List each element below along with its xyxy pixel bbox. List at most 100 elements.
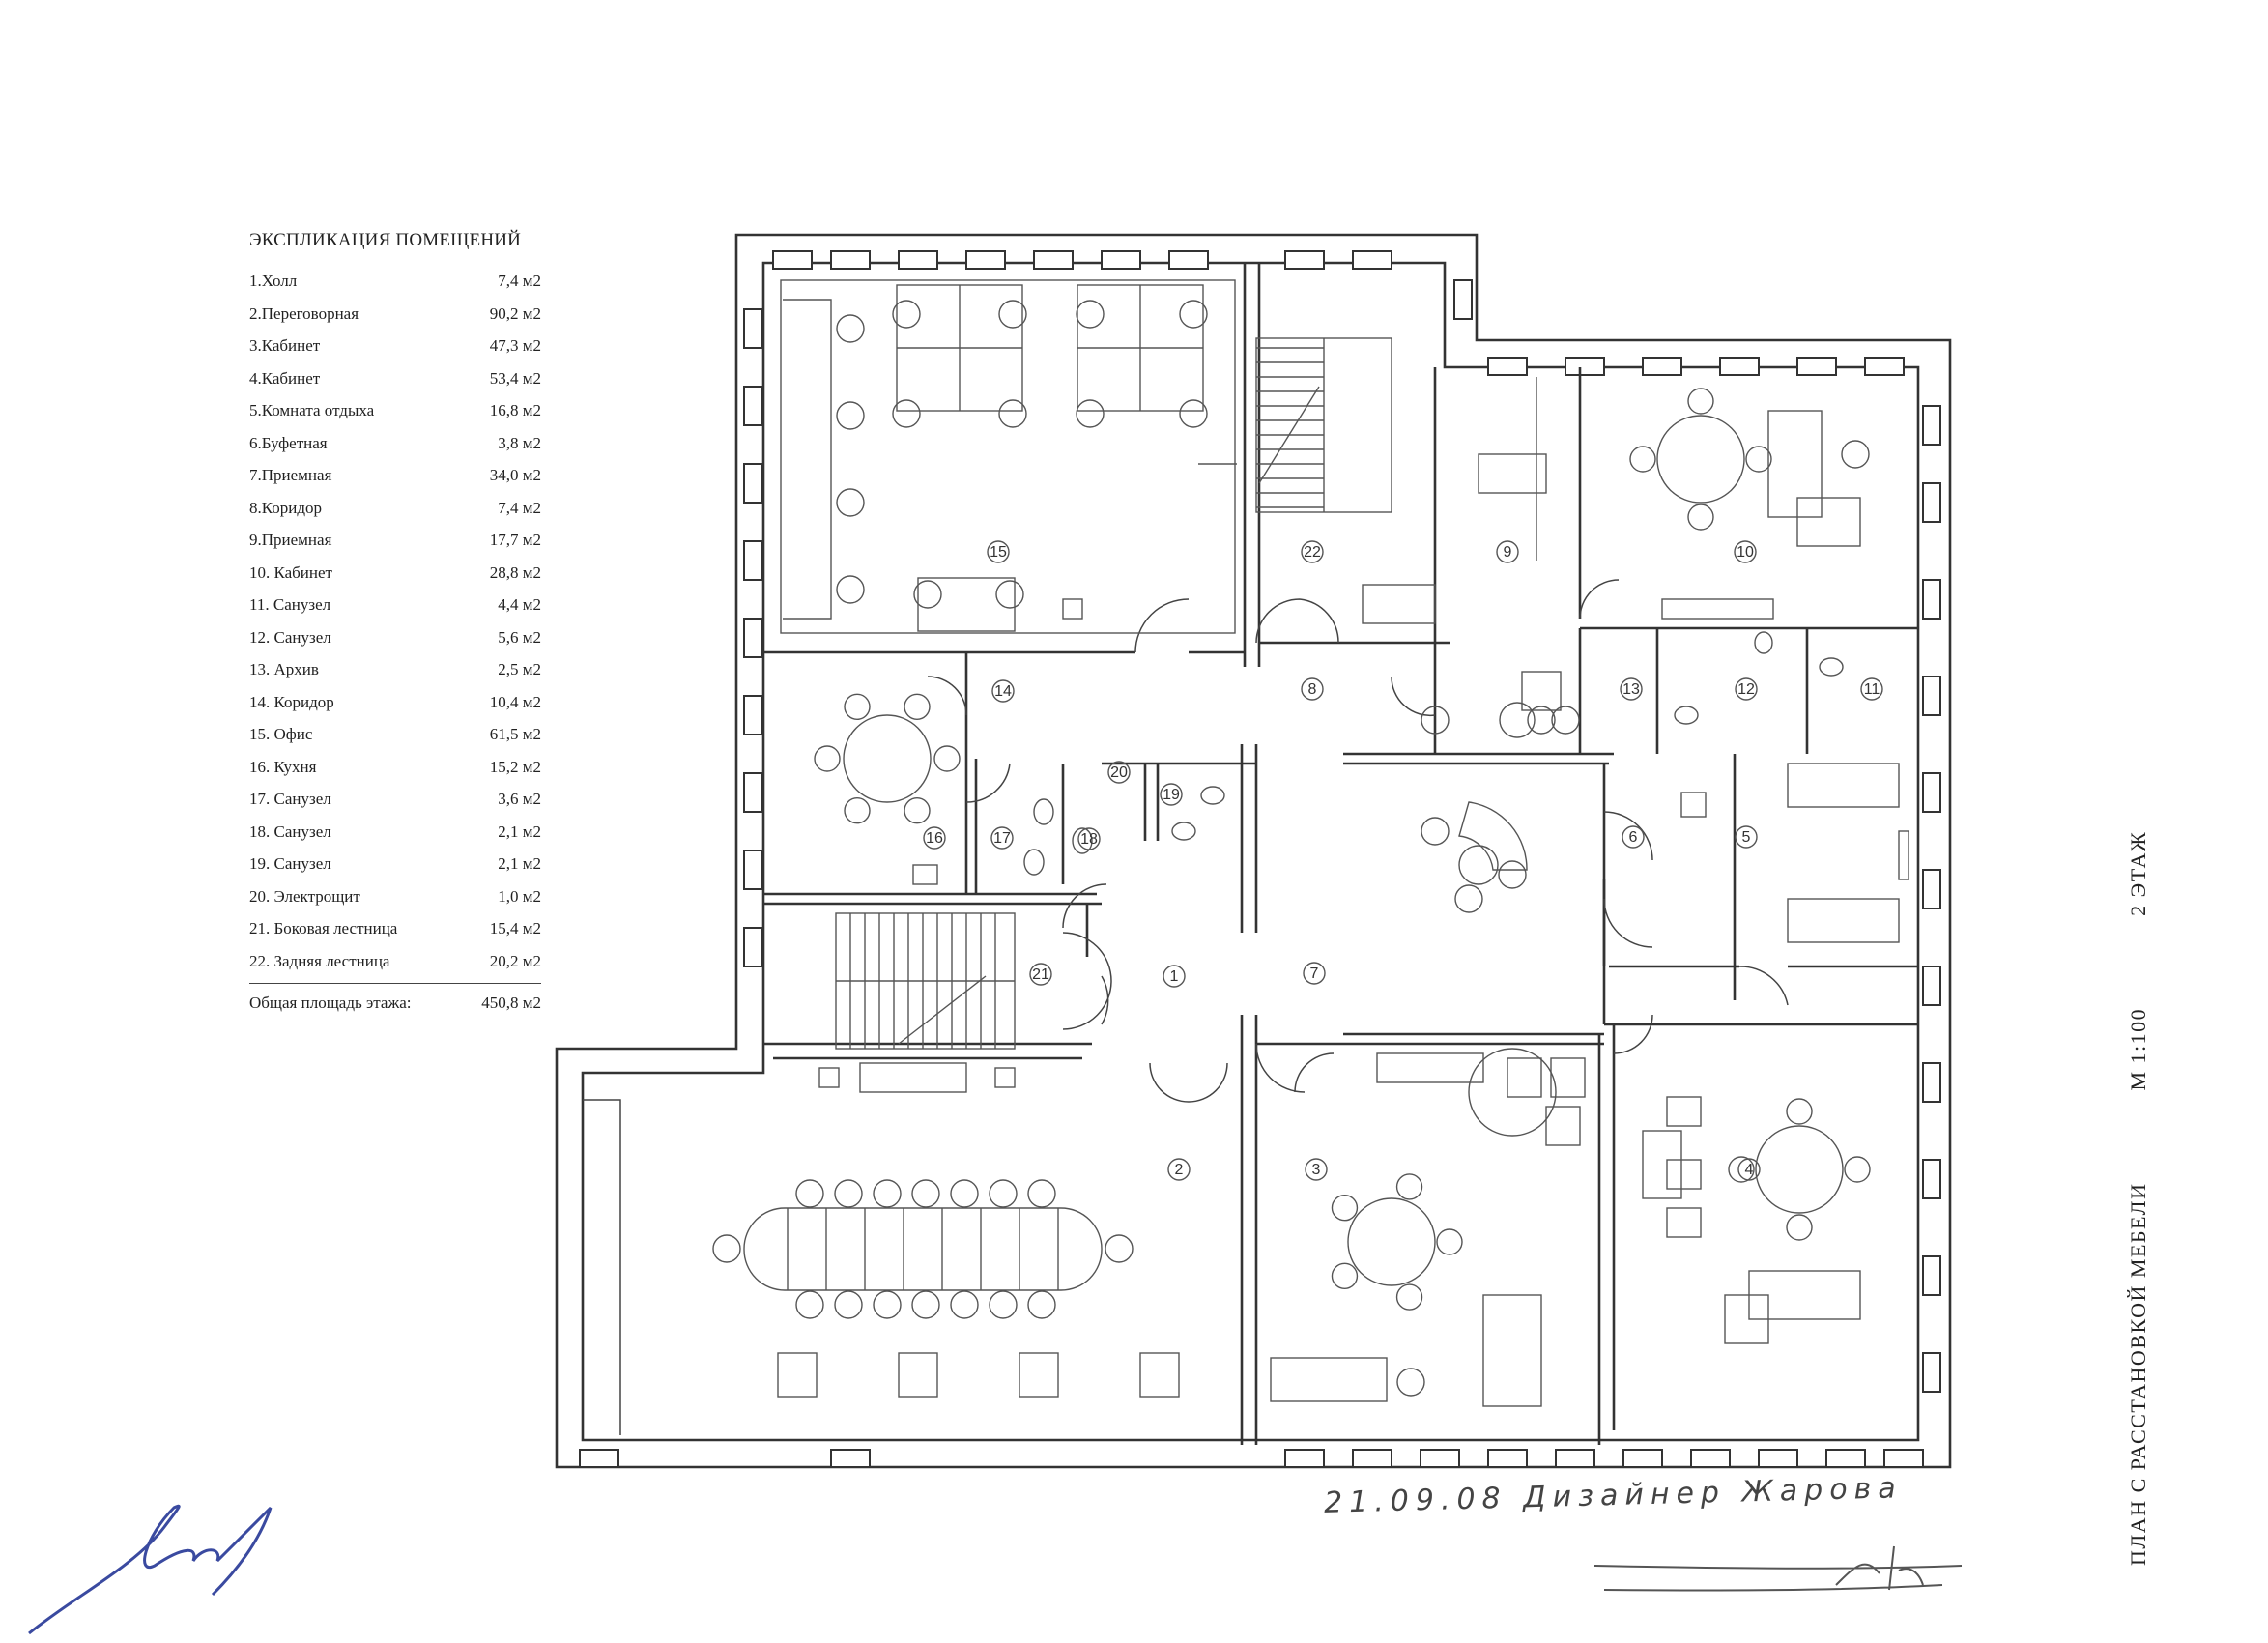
room-area: 53,4 м2 <box>489 368 541 388</box>
chair <box>834 1179 863 1208</box>
chair <box>989 1179 1018 1208</box>
chair <box>873 1179 902 1208</box>
room-number-circle <box>990 826 1014 850</box>
room-number-text: 6 <box>1629 829 1638 846</box>
window-pier <box>579 1449 619 1468</box>
window-pier <box>1883 1449 1924 1468</box>
room-area: 2,1 м2 <box>498 822 541 841</box>
room-number-circle <box>1077 827 1101 850</box>
room-number-text: 17 <box>993 830 1011 847</box>
chair <box>1179 399 1208 428</box>
window-pier <box>1922 676 1941 716</box>
room-number-circle <box>1860 677 1883 701</box>
window-pier <box>1622 1449 1663 1468</box>
window-pier <box>743 772 762 813</box>
chair <box>1076 300 1105 329</box>
room-area: 16,8 м2 <box>489 401 541 419</box>
window-pier <box>830 250 871 270</box>
room-name: 14. Коридор <box>249 692 334 711</box>
room-name: 22. Задняя лестница <box>249 951 390 970</box>
room-area: 7,4 м2 <box>498 498 541 517</box>
chair <box>1421 706 1450 735</box>
room-number-circle <box>1303 962 1326 985</box>
room-number-text: 9 <box>1504 544 1512 561</box>
room-name: 20. Электрощит <box>249 886 360 906</box>
room-number-text: 7 <box>1310 966 1319 982</box>
side-staircase <box>835 912 1016 1050</box>
chair <box>1629 446 1656 473</box>
window-pier <box>743 386 762 426</box>
room-number-circle <box>1163 965 1186 988</box>
chair <box>892 399 921 428</box>
room-name: 12. Санузел <box>249 627 331 647</box>
room-area: 47,3 м2 <box>489 336 541 355</box>
window-pier <box>743 850 762 890</box>
room-number-4: 4 <box>1737 1158 1761 1181</box>
window-pier <box>1642 357 1682 376</box>
legend-title: ЭКСПЛИКАЦИЯ ПОМЕЩЕНИЙ <box>249 230 522 250</box>
chair <box>1551 706 1580 735</box>
conference-table <box>743 1207 1103 1291</box>
window-pier <box>743 618 762 658</box>
sanitary-fixtures <box>912 631 1844 885</box>
room-name: 15. Офис <box>249 725 313 743</box>
room-name: 3.Кабинет <box>249 336 321 355</box>
room-number-10: 10 <box>1734 540 1757 563</box>
window-pier <box>1453 279 1473 320</box>
chair <box>904 796 931 824</box>
room-area: 90,2 м2 <box>489 303 541 323</box>
room-name: 9.Приемная <box>249 531 332 549</box>
room-number-circle <box>1622 825 1645 849</box>
room-number-5: 5 <box>1735 825 1758 849</box>
window-pier <box>1420 1449 1460 1468</box>
chair <box>1179 300 1208 329</box>
window-pier <box>1796 357 1837 376</box>
room-name: 11. Санузел <box>249 595 331 614</box>
room-area: 61,5 м2 <box>489 725 541 743</box>
room-name: 13. Архив <box>249 660 319 678</box>
room-number-text: 4 <box>1745 1162 1754 1178</box>
room-area: 4,4 м2 <box>498 595 541 614</box>
room-number-circle <box>1734 540 1757 563</box>
room-area: 3,8 м2 <box>498 433 541 452</box>
window-pier <box>1487 1449 1528 1468</box>
room-name: 19. Санузел <box>249 854 331 873</box>
legend-total: Общая площадь этажа: 450,8 м2 <box>249 994 541 1013</box>
room-number-text: 1 <box>1170 968 1179 985</box>
window-pier <box>1922 1159 1941 1199</box>
chair <box>836 314 865 343</box>
window-pier <box>1719 357 1760 376</box>
window-pier <box>1352 1449 1392 1468</box>
room-number-text: 16 <box>926 830 943 847</box>
window-pier <box>1565 357 1605 376</box>
interior-walls <box>763 263 1918 1445</box>
room-number-circle <box>991 679 1015 703</box>
chair <box>1786 1098 1813 1125</box>
chair <box>950 1179 979 1208</box>
room-number-circle <box>1107 761 1131 784</box>
room-number-circle <box>1305 1158 1328 1181</box>
room-area: 10,4 м2 <box>489 692 541 711</box>
legend-list: 1.Холл 7,4 м2 2.Переговорная 90,2 м2 3.Кабин… <box>249 265 541 977</box>
room-number-20: 20 <box>1107 761 1131 784</box>
room-number-15: 15 <box>987 540 1010 563</box>
room-name: 1.Холл <box>249 272 298 290</box>
room-area: 34,0 м2 <box>489 466 541 484</box>
chair <box>1027 1179 1056 1208</box>
room-area: 15,4 м2 <box>489 919 541 937</box>
chair <box>1076 399 1105 428</box>
doors <box>927 579 1789 1103</box>
window-pier <box>1922 869 1941 909</box>
room-name: 2.Переговорная <box>249 303 359 323</box>
room-area: 1,0 м2 <box>498 886 541 906</box>
room-number-12: 12 <box>1735 677 1758 701</box>
room-number-text: 3 <box>1312 1162 1321 1178</box>
